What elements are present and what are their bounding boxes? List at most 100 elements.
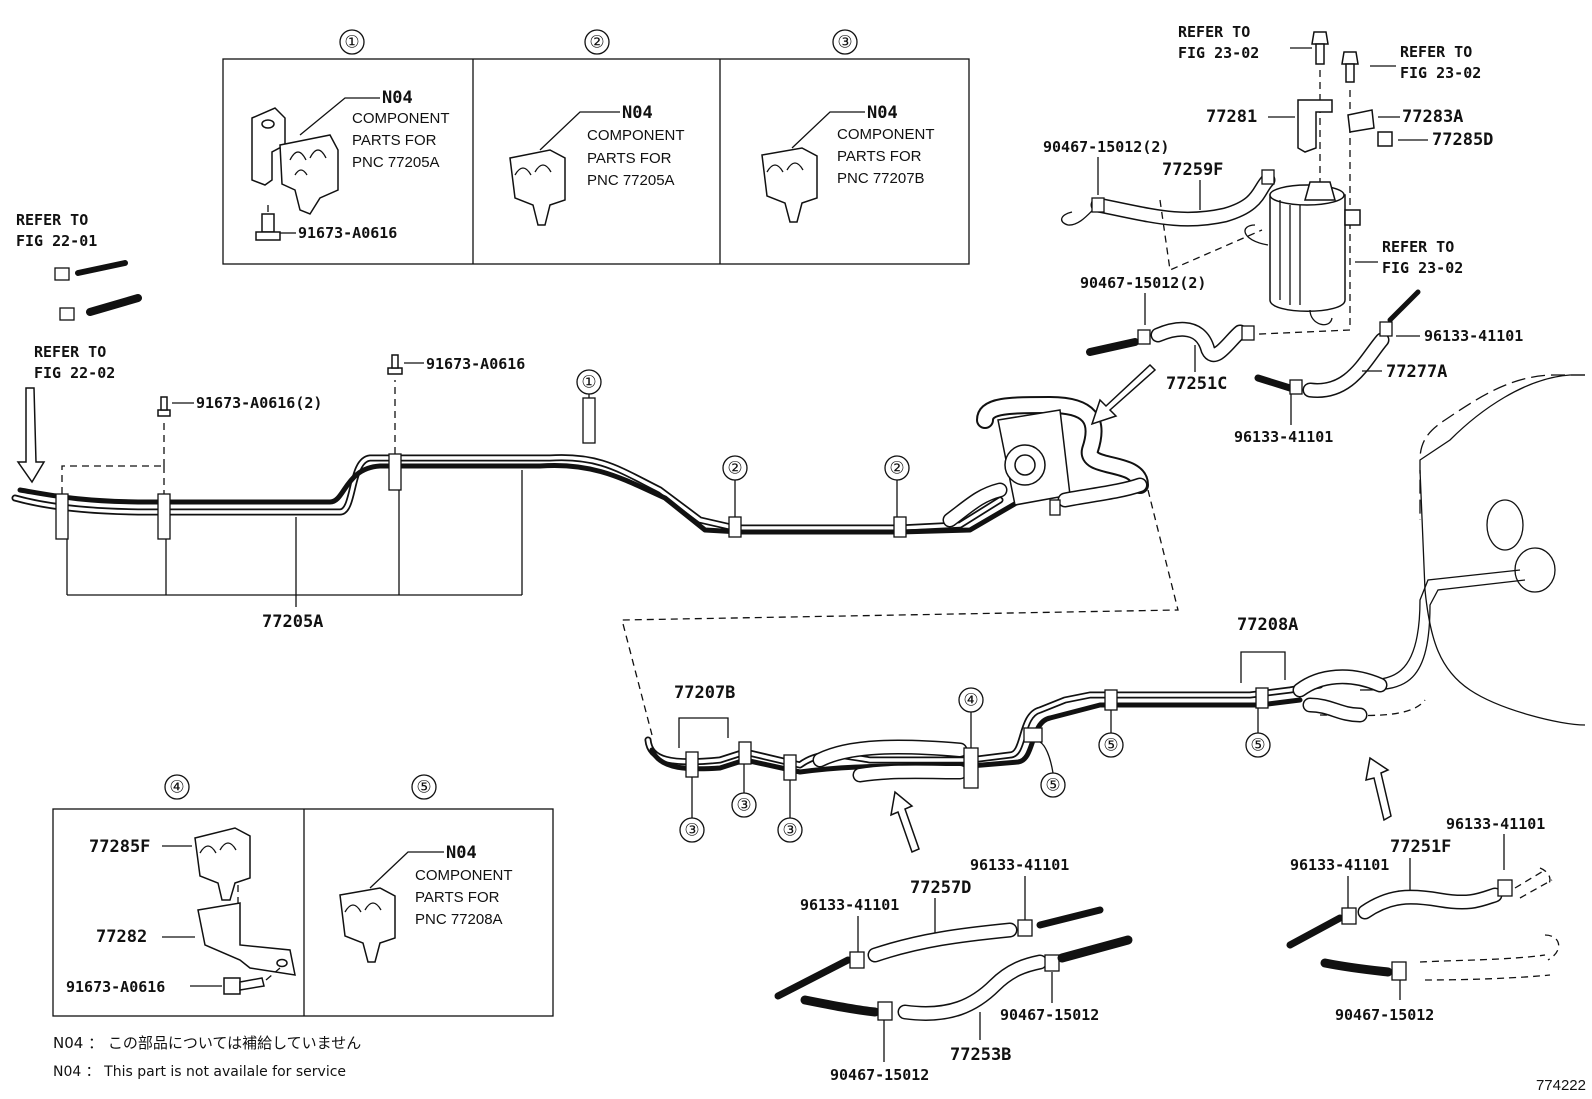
- fuel-filter-assembly-icon: [942, 395, 1149, 528]
- desc3-box2: PNC 77205A: [587, 172, 675, 189]
- part-label-77285F: 77285F: [89, 837, 150, 857]
- desc1-box1: COMPONENT: [352, 110, 450, 127]
- clip-lower-7: [1255, 687, 1269, 709]
- label-bracket-77205A: [66, 470, 523, 607]
- diagonal-arrow-icon: [1090, 363, 1157, 426]
- desc2-box1: PARTS FOR: [352, 132, 437, 149]
- clip-1: [55, 493, 69, 540]
- up-arrow-icon: [890, 790, 920, 854]
- part-label-77251C: 77251C: [1166, 374, 1227, 394]
- bolt-icon: [1341, 51, 1359, 83]
- clip-label-90467-2b: 90467-15012(2): [1080, 274, 1206, 292]
- refer-label-1b: FIG 22-01: [16, 232, 97, 250]
- clip-3: [388, 453, 402, 491]
- desc2-box2: PARTS FOR: [587, 150, 672, 167]
- figure-id: 774222: [1536, 1077, 1586, 1094]
- refer-label-2b: FIG 22-02: [34, 364, 115, 382]
- callout-5c: ⑤: [1250, 736, 1265, 755]
- refer-label-1a: REFER TO: [16, 211, 88, 229]
- refer-label-3b: FIG 23-02: [1178, 44, 1259, 62]
- clip-lower-6: [1104, 689, 1118, 711]
- part-label-77259F: 77259F: [1162, 160, 1223, 180]
- fuel-filter-canister-icon: [1244, 181, 1361, 326]
- detail-number-5: ⑤: [416, 778, 431, 797]
- clip-lower-4: [963, 747, 979, 789]
- clip-6: [893, 516, 907, 538]
- detail-number-4: ④: [169, 778, 184, 797]
- callout-3a: ③: [684, 821, 699, 840]
- bolt-label-box1: 91673-A0616: [298, 224, 397, 242]
- desc2-box3: PARTS FOR: [837, 148, 922, 165]
- clip-lower-5: [1023, 727, 1043, 743]
- refer-label-5a: REFER TO: [1382, 238, 1454, 256]
- clamp-icon: [761, 147, 818, 223]
- hose-end-icon: [54, 260, 142, 321]
- desc3-box5: PNC 77208A: [415, 911, 503, 928]
- clip-label-96133-b: 96133-41101: [1234, 428, 1333, 446]
- callout-1: ①: [581, 373, 596, 392]
- callout-2a: ②: [727, 459, 742, 478]
- n04-label-box5: N04: [446, 843, 477, 863]
- desc1-box2: COMPONENT: [587, 127, 685, 144]
- clip-label-96133-f: 96133-41101: [1290, 856, 1389, 874]
- part-label-77253B: 77253B: [950, 1045, 1011, 1065]
- detail-number-3: ③: [837, 33, 852, 52]
- bracket-77283A-icon: [1347, 109, 1375, 133]
- clip-label-96133-a: 96133-41101: [1424, 327, 1523, 345]
- fuel-tube-77205A: [11, 454, 1033, 535]
- bracket-77281-icon: [1297, 99, 1333, 153]
- clip-label-96133-e: 96133-41101: [1446, 815, 1545, 833]
- bolt-icon: [1311, 31, 1329, 65]
- refer-label-3a: REFER TO: [1178, 23, 1250, 41]
- hose-77251C-icon: [1086, 321, 1255, 362]
- up-arrow-icon: [1365, 756, 1392, 822]
- hose-77257D-icon: [774, 906, 1104, 1000]
- detail-number-2: ②: [589, 33, 604, 52]
- clamp-icon: [339, 887, 396, 963]
- clip-5: [728, 516, 742, 538]
- desc3-box3: PNC 77207B: [837, 170, 925, 187]
- hose-77277A-icon: [1254, 289, 1421, 398]
- part-label-77285D: 77285D: [1432, 130, 1493, 150]
- tube-label-77205A: 77205A: [262, 612, 323, 632]
- tube-label-77207B: 77207B: [674, 683, 735, 703]
- clip-4: [582, 397, 596, 444]
- clip-77285D-icon: [1377, 131, 1393, 147]
- n04-label-box2: N04: [622, 103, 653, 123]
- part-label-77251F: 77251F: [1390, 837, 1451, 857]
- clip-label-90467-d: 90467-15012: [830, 1066, 929, 1084]
- desc2-box5: PARTS FOR: [415, 889, 500, 906]
- down-arrow-icon: [16, 387, 46, 484]
- clip-label-96133-c: 96133-41101: [970, 856, 1069, 874]
- note-english: N04 ： This part is not availale for serv…: [53, 1064, 346, 1080]
- refer-label-5b: FIG 23-02: [1382, 259, 1463, 277]
- callout-2b: ②: [889, 459, 904, 478]
- hose-90467-icon: [1320, 934, 1560, 981]
- n04-label-box1: N04: [382, 88, 413, 108]
- part-label-77281: 77281: [1206, 107, 1257, 127]
- hose-77251F-icon: [1286, 867, 1553, 949]
- clip-2: [157, 493, 171, 540]
- clip-label-90467-c: 90467-15012: [1000, 1006, 1099, 1024]
- detail-box-group-bottom: ④ ⑤ 77285F 77282 91673-A0616 N04 COMPONE…: [52, 774, 554, 1017]
- callout-3c: ③: [782, 821, 797, 840]
- part-label-77277A: 77277A: [1386, 362, 1447, 382]
- n04-label-box3: N04: [867, 103, 898, 123]
- hose-77253B-icon: [800, 935, 1133, 1021]
- clip-label-96133-d: 96133-41101: [800, 896, 899, 914]
- clip-label-90467-e: 90467-15012: [1335, 1006, 1434, 1024]
- callout-4: ④: [963, 691, 978, 710]
- note-japanese: N04 ： この部品については補給していません: [53, 1034, 361, 1052]
- hose-77259F-icon: [1061, 169, 1276, 227]
- bolt-icon: [387, 354, 403, 375]
- refer-label-2a: REFER TO: [34, 343, 106, 361]
- callout-5a: ⑤: [1045, 776, 1060, 795]
- refer-label-4b: FIG 23-02: [1400, 64, 1481, 82]
- bolt-label-b: 91673-A0616(2): [196, 394, 322, 412]
- refer-label-4a: REFER TO: [1400, 43, 1472, 61]
- callout-3b: ③: [736, 796, 751, 815]
- tube-label-77208A: 77208A: [1237, 615, 1298, 635]
- detail-number-1: ①: [344, 33, 359, 52]
